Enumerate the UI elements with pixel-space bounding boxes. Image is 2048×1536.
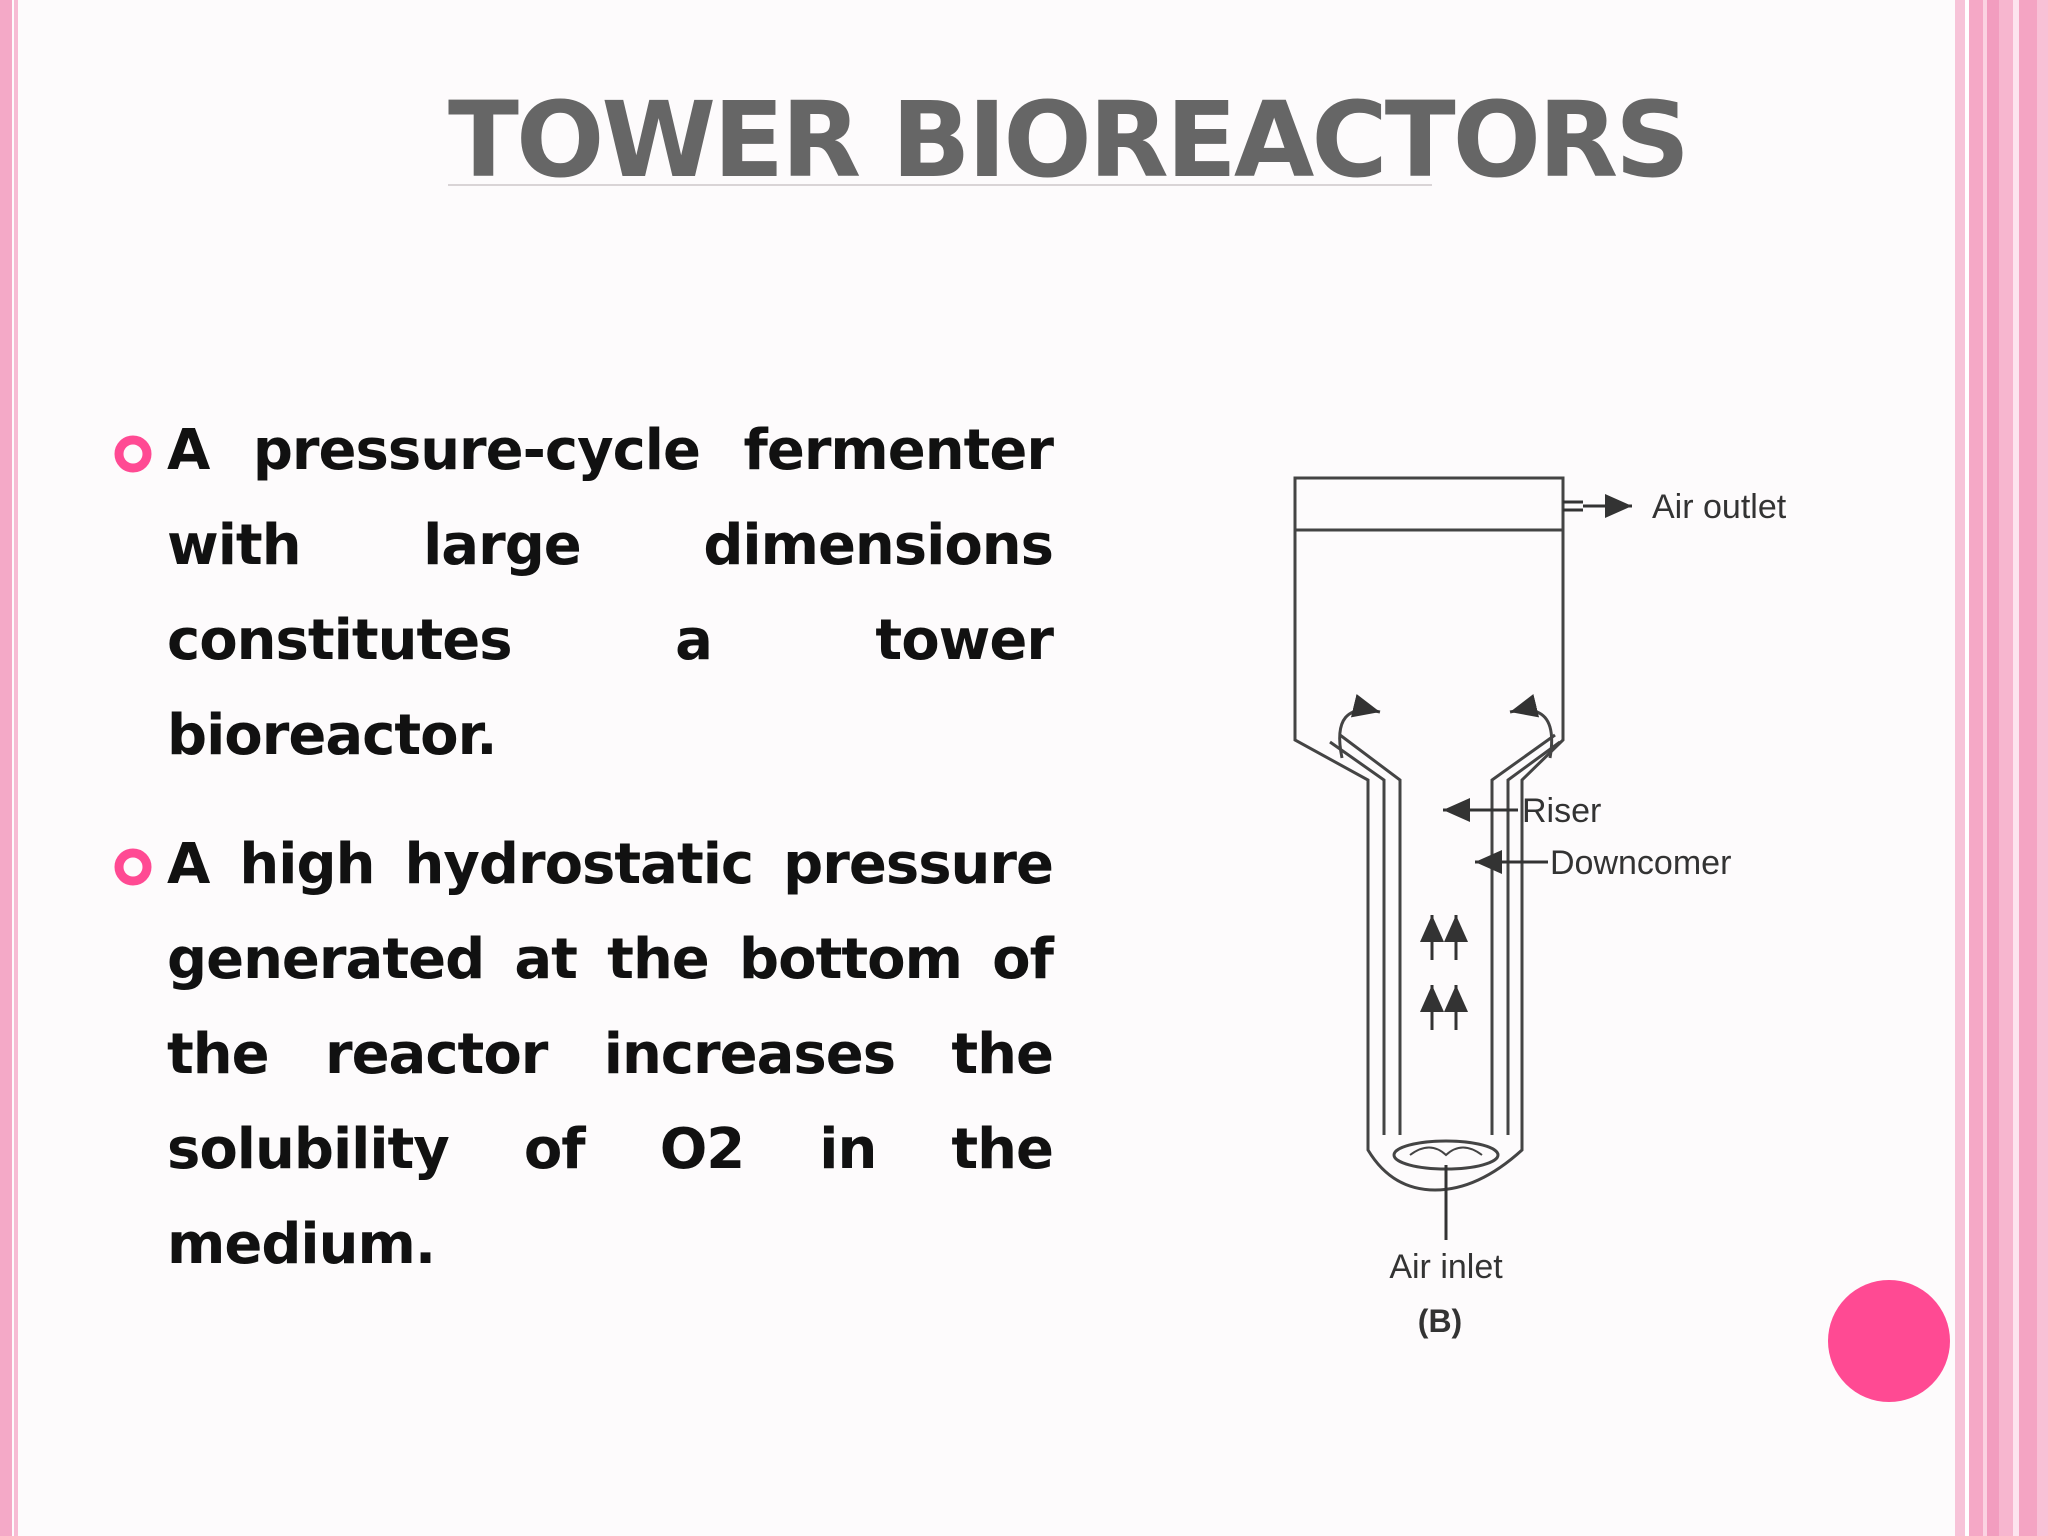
tower-bioreactor-diagram: Air outlet Riser Downcomer Air inlet (B) xyxy=(1293,476,1787,1339)
air-outlet-label: Air outlet xyxy=(1652,488,1787,526)
left-border xyxy=(0,0,12,1536)
page-title: TOWER BIOREACTORS xyxy=(448,79,1690,201)
ring-bullet-icon xyxy=(114,435,152,473)
title-underline xyxy=(448,184,1432,186)
downcomer-label: Downcomer xyxy=(1550,844,1731,882)
pink-dot xyxy=(1828,1280,1950,1402)
ring-bullet-icon xyxy=(114,848,152,886)
air-inlet-label: Air inlet xyxy=(1389,1248,1503,1286)
left-border-inner xyxy=(14,0,18,1536)
bullet-text-2: A high hydrostatic pressure generated at… xyxy=(167,832,1054,1277)
right-stripes xyxy=(1955,0,2048,1536)
figure-id-label: (B) xyxy=(1418,1303,1462,1339)
bullet-text-1: A pressure-cycle fermenter with large di… xyxy=(167,418,1054,768)
riser-label: Riser xyxy=(1522,792,1601,830)
reactor-vessel xyxy=(1293,476,1565,1192)
